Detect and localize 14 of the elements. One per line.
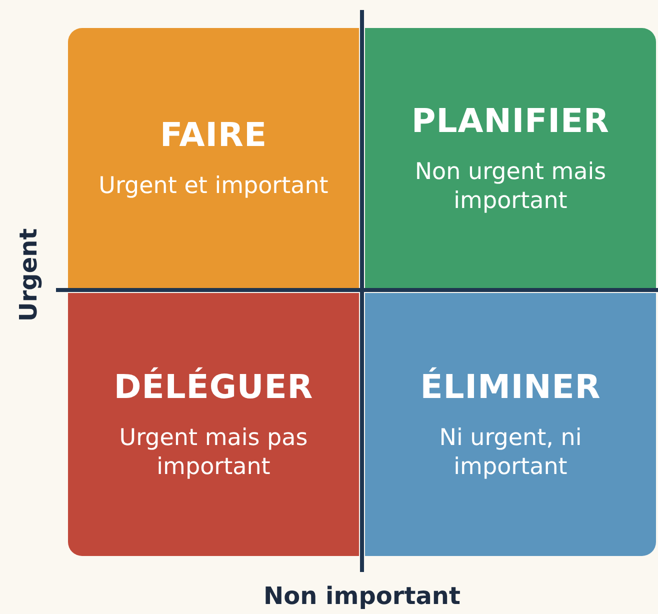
- quadrant-panel: [365, 28, 656, 288]
- quadrant-description: Urgent et important: [98, 172, 328, 201]
- vertical-axis-label: Urgent: [14, 228, 42, 322]
- quadrant-panel: [365, 293, 656, 556]
- quadrant-title: DÉLÉGUER: [114, 367, 314, 406]
- quadrant-description: Non urgent mais important: [414, 158, 608, 216]
- quadrant-title: PLANIFIER: [412, 100, 610, 140]
- quadrant-description: Urgent mais pas important: [118, 424, 309, 482]
- quadrant-description: Ni urgent, ni important: [438, 424, 583, 482]
- quadrant-title: FAIRE: [160, 115, 268, 154]
- horizontal-axis-label: Non important: [264, 582, 460, 610]
- quadrant-panel: [68, 28, 359, 288]
- quadrant-panel: [68, 293, 359, 556]
- quadrant-title: ÉLIMINER: [420, 367, 601, 406]
